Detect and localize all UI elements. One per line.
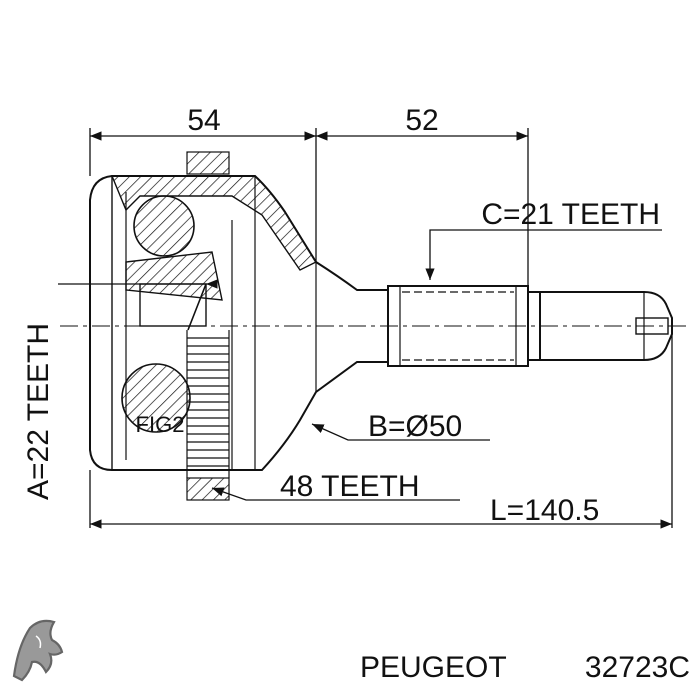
housing-section (110, 175, 317, 271)
length-label: L=140.5 (490, 494, 599, 527)
seal-b-label: B=Ø50 (368, 410, 462, 443)
fig2-label: FIG2 (136, 412, 185, 437)
ball (133, 195, 195, 257)
cotter-slot (635, 317, 669, 335)
spline-c-label: C=21 TEETH (481, 198, 660, 231)
dim-54-label: 54 (187, 104, 220, 137)
spline-dashes (402, 291, 514, 361)
peugeot-lion-logo-icon (12, 619, 64, 682)
part-outline (60, 151, 690, 501)
dimension-lines (58, 128, 673, 529)
fig2-detail-ball (121, 363, 191, 433)
inner-race (125, 251, 223, 301)
footer-part-number: 32723C (585, 651, 690, 684)
spline-a-label: A=22 TEETH (22, 323, 55, 500)
shaft-thread (528, 291, 673, 361)
dim-52-label: 52 (405, 104, 438, 137)
shaft-spline (387, 285, 529, 367)
abs-teeth-label: 48 TEETH (280, 470, 420, 503)
footer-brand: PEUGEOT (360, 651, 507, 684)
